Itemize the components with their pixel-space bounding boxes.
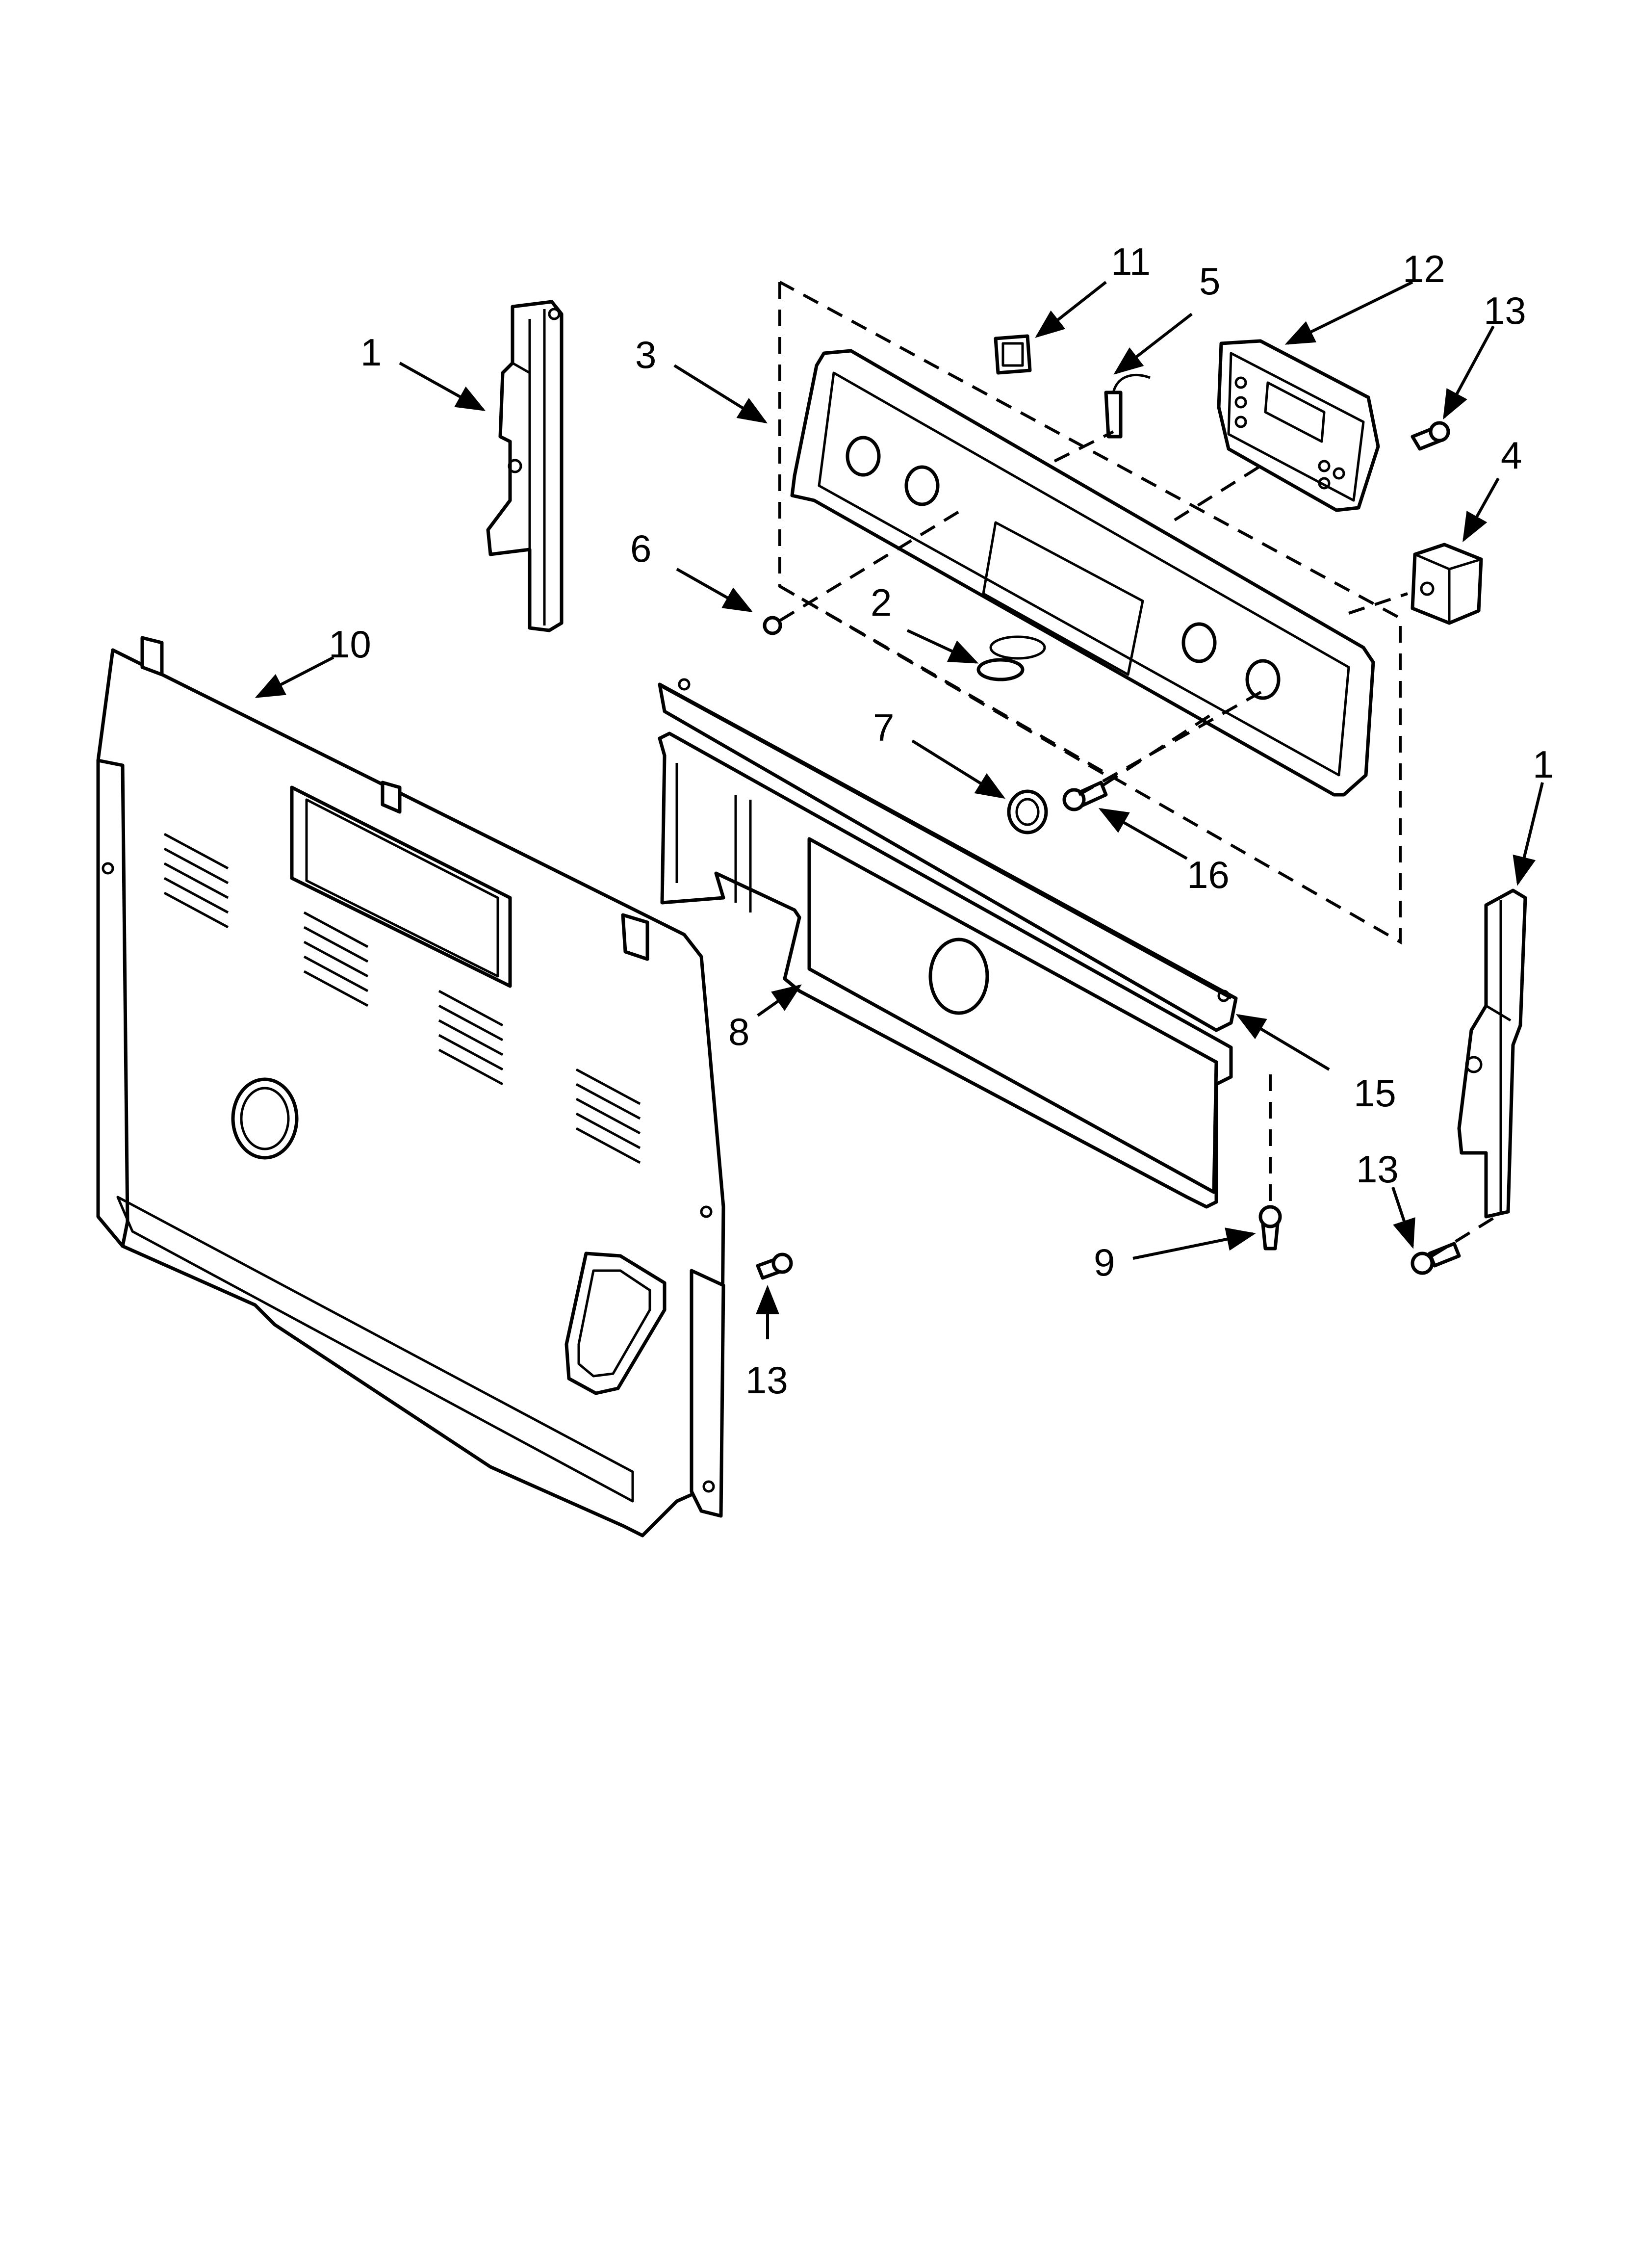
callout-8: 8 bbox=[728, 1010, 749, 1053]
clip-icon bbox=[994, 334, 1032, 375]
callout-15: 15 bbox=[1354, 1071, 1396, 1115]
screw-part6-icon bbox=[763, 616, 782, 635]
callout-3: 3 bbox=[635, 333, 656, 376]
manifold-panel-icon bbox=[658, 682, 1238, 1209]
screw-part13-right-icon bbox=[1411, 1242, 1461, 1275]
wire-harness-icon bbox=[1104, 374, 1151, 439]
callout-1-right: 1 bbox=[1533, 743, 1554, 786]
callout-10: 10 bbox=[329, 623, 371, 666]
callout-6: 6 bbox=[630, 527, 651, 570]
assembly-dashed-outline bbox=[778, 281, 1402, 945]
assembly-guide-lines bbox=[779, 430, 1497, 1257]
control-board-icon bbox=[1217, 339, 1380, 512]
callout-labels: 1 3 11 5 12 13 4 6 2 10 7 1 16 8 15 13 9… bbox=[329, 240, 1554, 1402]
callout-9: 9 bbox=[1094, 1241, 1115, 1284]
callout-13-top: 13 bbox=[1484, 289, 1526, 332]
screw-part13-bottom-icon bbox=[756, 1252, 793, 1280]
screw-part16-icon bbox=[1062, 781, 1108, 811]
switch-icon bbox=[1411, 543, 1483, 625]
callout-5: 5 bbox=[1199, 260, 1220, 303]
overlay-icon bbox=[976, 658, 1025, 681]
side-bracket-left-icon bbox=[486, 300, 564, 632]
callout-1-left: 1 bbox=[360, 331, 382, 374]
callout-13-bottom: 13 bbox=[745, 1358, 788, 1402]
side-bracket-right-icon bbox=[1457, 888, 1527, 1219]
callout-11: 11 bbox=[1111, 240, 1151, 283]
callout-12: 12 bbox=[1403, 247, 1445, 290]
callout-13-right: 13 bbox=[1356, 1147, 1399, 1191]
screw-part9-icon bbox=[1258, 1205, 1282, 1251]
screw-part13-top-icon bbox=[1411, 421, 1450, 451]
top-rail-bracket-icon bbox=[661, 678, 1232, 1002]
callout-16: 16 bbox=[1187, 853, 1230, 896]
knob-icon bbox=[1007, 789, 1048, 834]
control-panel-icon bbox=[790, 349, 1375, 797]
callout-4: 4 bbox=[1501, 434, 1522, 477]
callout-leaders bbox=[255, 281, 1544, 1339]
rear-panel-icon bbox=[96, 636, 725, 1538]
callout-7: 7 bbox=[873, 706, 894, 749]
callout-2: 2 bbox=[871, 581, 892, 624]
